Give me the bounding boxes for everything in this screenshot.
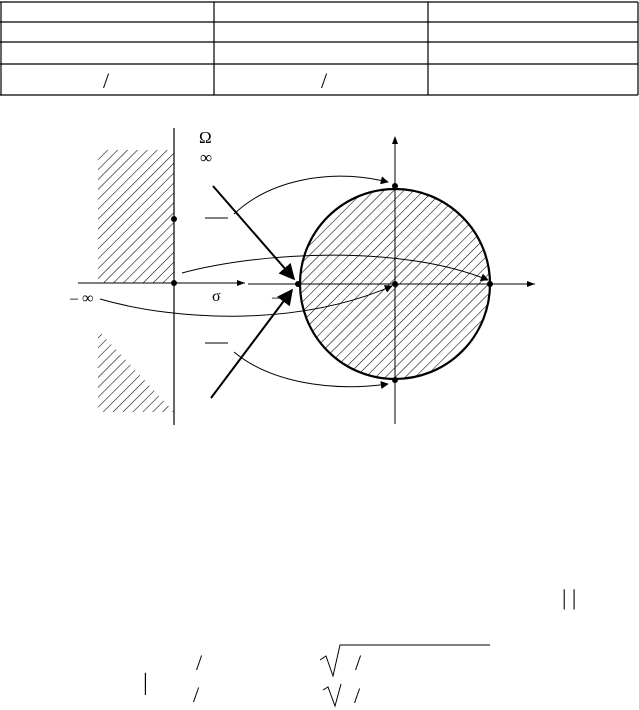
s-plane-left-half-hatch-upper [98, 150, 174, 283]
table-cell-slash-1: / [103, 68, 110, 93]
formula-slash-c: / [355, 650, 362, 675]
neg-infinity-label: – ∞ [69, 290, 93, 307]
s-plane-real-axis-arrow [237, 280, 245, 286]
s-plane-point-imag [171, 216, 177, 222]
minus-label: – [271, 289, 281, 306]
formula-sqrt-upper [319, 644, 490, 678]
z-point-right [487, 281, 493, 287]
formula-double-bar: | | [562, 585, 576, 610]
arrow-lower-to-left [210, 288, 293, 399]
formula-sqrt-lower [322, 683, 342, 708]
s-plane-point-origin [171, 280, 177, 286]
arrow-origin-to-right [181, 254, 489, 281]
arrow-imag-to-top [233, 175, 389, 215]
arrow-infinity-to-left [212, 185, 296, 281]
infinity-label: ∞ [200, 148, 212, 167]
z-point-center [392, 281, 398, 287]
omega-label: Ω [199, 128, 212, 147]
z-point-top [392, 183, 398, 189]
top-table: / / [0, 1, 639, 96]
table-cell-slash-2: / [321, 68, 328, 93]
formula-slash-d: / [354, 683, 361, 708]
z-point-bottom [392, 377, 398, 383]
sigma-label: σ [212, 288, 221, 305]
z-point-left [295, 281, 301, 287]
formula-slash-b: / [193, 682, 200, 707]
formula-slash-a: / [196, 650, 203, 675]
arrow-neg-imag-to-bottom [233, 351, 389, 389]
arrow-neginf-to-center [99, 285, 393, 317]
z-plane-real-axis-arrow [527, 281, 535, 287]
z-plane-imag-axis-arrow [392, 136, 398, 144]
formula-bar-left: | [143, 670, 148, 696]
